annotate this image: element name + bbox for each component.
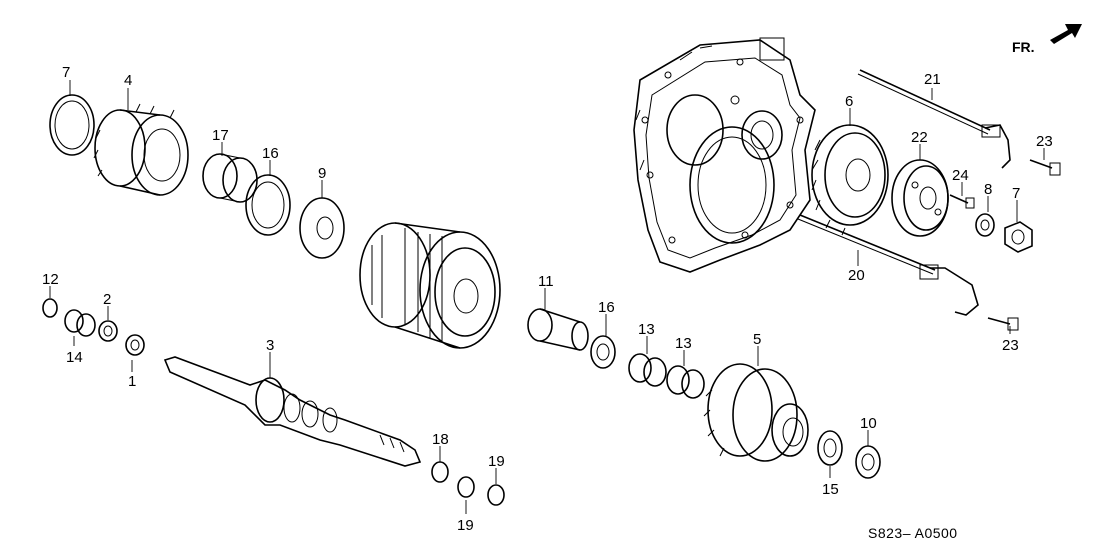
callout-labels: 7 4 17 16 9 11 16 13 13 5 15 10 3 6 22 2… xyxy=(42,64,1053,534)
diagram-code: S823– A0500 xyxy=(868,525,958,541)
bolt-part-24 xyxy=(949,194,975,209)
callout-16-right: 16 xyxy=(262,145,279,162)
washer-part-19-a xyxy=(431,461,449,483)
nut-part-7 xyxy=(1004,221,1033,253)
washer-part-2 xyxy=(98,320,118,342)
callout-24: 24 xyxy=(952,167,969,184)
seal-part-17 xyxy=(590,335,616,369)
gear-part-6 xyxy=(811,124,889,236)
washer-part-1 xyxy=(125,334,145,356)
callout-15: 15 xyxy=(822,481,839,498)
washer-part-19-b xyxy=(457,476,475,498)
ring-part-16-left xyxy=(49,94,95,156)
mainshaft-part-3 xyxy=(163,356,422,467)
clutch-assembly xyxy=(359,222,501,349)
callout-10: 10 xyxy=(860,415,877,432)
callout-5: 5 xyxy=(753,331,761,348)
callout-16-left: 7 xyxy=(62,64,70,81)
callout-3: 3 xyxy=(266,337,274,354)
ring-part-16-right xyxy=(245,174,291,236)
callout-22: 22 xyxy=(911,129,928,146)
washer-part-9 xyxy=(299,197,345,259)
callout-23-upper: 23 xyxy=(1036,133,1053,150)
rod-21 xyxy=(857,69,1011,169)
callout-21: 21 xyxy=(924,71,941,88)
transmission-case xyxy=(633,37,816,273)
sleeve-part-11 xyxy=(527,308,589,351)
callout-23-lower: 23 xyxy=(1002,337,1019,354)
disc-part-22 xyxy=(891,159,949,237)
callout-13-right: 13 xyxy=(675,335,692,352)
callout-19-b: 19 xyxy=(457,517,474,534)
callout-12: 12 xyxy=(42,271,59,288)
callout-20: 20 xyxy=(848,267,865,284)
bearing-part-18 xyxy=(202,153,258,203)
clip-part-12 xyxy=(42,298,58,318)
callout-8: 8 xyxy=(984,181,992,198)
front-arrow: FR. xyxy=(1012,24,1082,55)
callout-2: 2 xyxy=(103,291,111,308)
seal-part-15 xyxy=(817,430,843,466)
bolt-part-23-upper xyxy=(1029,159,1061,176)
callout-19-c: 19 xyxy=(488,453,505,470)
callout-18: 17 xyxy=(212,127,229,144)
gear-part-5 xyxy=(703,363,809,462)
bolt-part-23-lower xyxy=(987,317,1019,331)
callout-6: 6 xyxy=(845,93,853,110)
washer-part-10 xyxy=(855,445,881,479)
washer-part-19-c xyxy=(487,484,505,506)
washer-part-8 xyxy=(975,213,995,237)
callout-19-a: 18 xyxy=(432,431,449,448)
callout-17: 16 xyxy=(598,299,615,316)
leader-lines xyxy=(49,80,1045,514)
callout-9: 9 xyxy=(318,165,326,182)
callout-13-left: 13 xyxy=(638,321,655,338)
callout-4: 4 xyxy=(124,72,132,89)
bearing-part-14 xyxy=(64,309,96,337)
gear-part-4 xyxy=(93,103,189,196)
rod-20 xyxy=(797,214,979,316)
front-indicator-label: FR. xyxy=(1012,39,1035,55)
callout-14: 14 xyxy=(66,349,83,366)
callout-7: 7 xyxy=(1012,185,1020,202)
callout-11: 11 xyxy=(538,273,554,290)
callout-1: 1 xyxy=(128,373,136,390)
bearing-part-13-left xyxy=(628,353,667,387)
bearing-part-13-right xyxy=(666,365,705,399)
